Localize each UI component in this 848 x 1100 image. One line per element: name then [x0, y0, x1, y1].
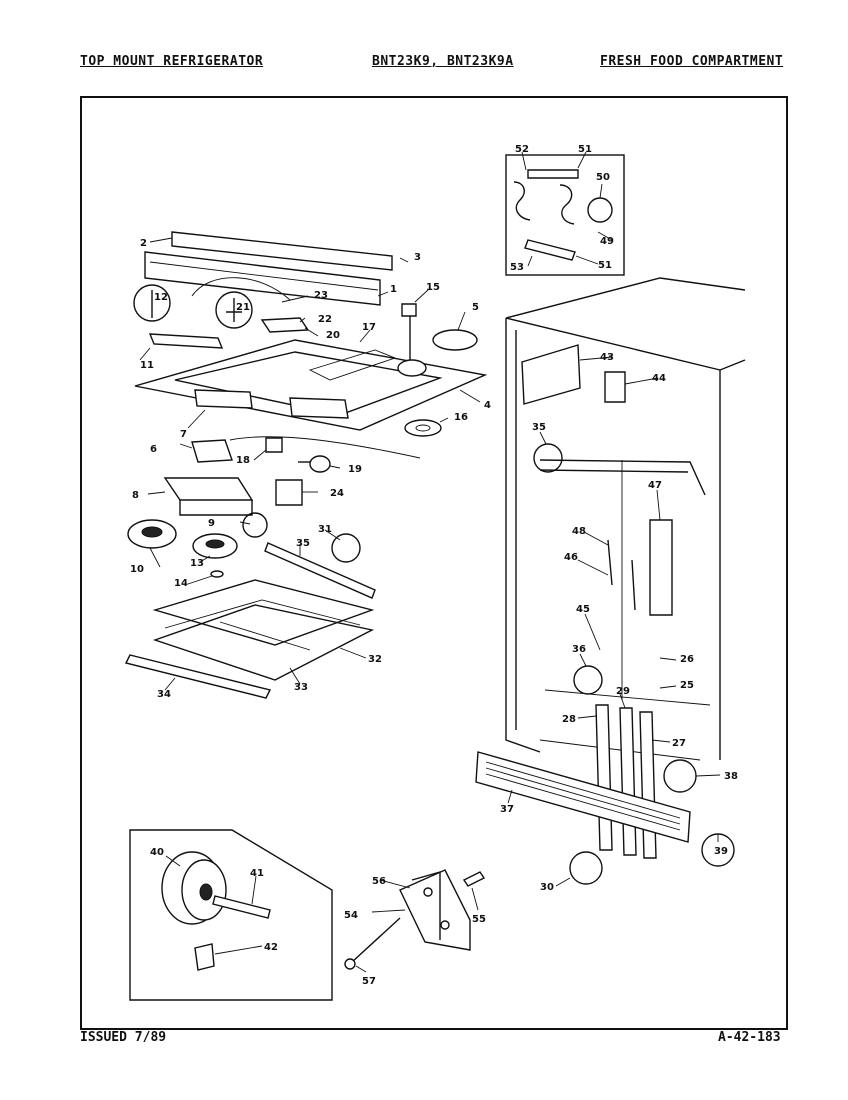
control-knob-13	[192, 533, 238, 559]
header-title: TOP MOUNT REFRIGERATOR	[80, 54, 264, 69]
callout-label: 32	[368, 654, 382, 665]
callout-label: 35	[532, 422, 546, 433]
callout-label: 44	[652, 373, 666, 384]
callout-label: 10	[130, 564, 144, 575]
diagram-code: A-42-183	[718, 1030, 781, 1045]
control-knob-10	[127, 519, 177, 549]
callout-label: 6	[150, 444, 157, 455]
callout-label: 53	[510, 262, 524, 273]
top-trim-part	[144, 231, 393, 306]
callout-label: 9	[208, 518, 215, 529]
callout-label: 56	[372, 876, 386, 887]
callout-label: 50	[596, 172, 610, 183]
detail-circle-12	[133, 284, 171, 322]
callout-label: 42	[264, 942, 278, 953]
cabinet-liner	[505, 277, 746, 761]
callout-label: 1	[390, 284, 397, 295]
callout-label: 28	[562, 714, 576, 725]
callout-label: 38	[724, 771, 738, 782]
callout-label: 17	[362, 322, 376, 333]
detail-inset-box	[505, 154, 625, 276]
callout-label: 3	[414, 252, 421, 263]
callout-label: 43	[600, 352, 614, 363]
callout-label: 20	[326, 330, 340, 341]
callout-label: 52	[515, 144, 529, 155]
front-grille	[475, 751, 691, 843]
callout-label: 16	[454, 412, 468, 423]
callout-label: 39	[714, 846, 728, 857]
callout-label: 49	[600, 236, 614, 247]
shelf-assembly	[152, 579, 375, 681]
callout-label: 47	[648, 480, 662, 491]
callout-label: 23	[314, 290, 328, 301]
issue-date: ISSUED 7/89	[80, 1030, 167, 1045]
callout-label: 22	[318, 314, 332, 325]
callout-label: 18	[236, 455, 250, 466]
callout-label: 55	[472, 914, 486, 925]
callout-label: 51	[578, 144, 592, 155]
callout-label: 46	[564, 552, 578, 563]
header-section: FRESH FOOD COMPARTMENT	[600, 54, 784, 69]
callout-label: 15	[426, 282, 440, 293]
roller-wheel	[161, 851, 227, 925]
callout-label: 45	[576, 604, 590, 615]
callout-label: 54	[344, 910, 358, 921]
callout-label: 26	[680, 654, 694, 665]
callout-label: 21	[236, 302, 250, 313]
callout-label: 27	[672, 738, 686, 749]
callout-label: 13	[190, 558, 204, 569]
callout-label: 34	[157, 689, 171, 700]
callout-label: 30	[540, 882, 554, 893]
callout-label: 41	[250, 868, 264, 879]
callout-label: 19	[348, 464, 362, 475]
callout-label: 11	[140, 360, 154, 371]
callout-label: 12	[154, 292, 168, 303]
header-model-numbers: BNT23K9, BNT23K9A	[372, 54, 514, 69]
callout-label: 2	[140, 238, 147, 249]
callout-label: 24	[330, 488, 344, 499]
hinge-bracket	[399, 869, 471, 951]
callout-label: 40	[150, 847, 164, 858]
detail-circle-21	[215, 291, 253, 329]
control-housing	[134, 339, 488, 431]
callout-label: 48	[572, 526, 586, 537]
callout-label: 36	[572, 644, 586, 655]
callout-label: 51	[598, 260, 612, 271]
callout-label: 14	[174, 578, 188, 589]
callout-label: 29	[616, 686, 630, 697]
callout-label: 33	[294, 682, 308, 693]
callout-label: 25	[680, 680, 694, 691]
callout-label: 5	[472, 302, 479, 313]
callout-label: 7	[180, 429, 187, 440]
diagram-frame	[80, 96, 788, 1030]
callout-label: 35	[296, 538, 310, 549]
callout-label: 57	[362, 976, 376, 987]
callout-label: 8	[132, 490, 139, 501]
callout-label: 31	[318, 524, 332, 535]
roller-inset-box	[129, 829, 333, 1001]
callout-label: 37	[500, 804, 514, 815]
callout-label: 4	[484, 400, 491, 411]
